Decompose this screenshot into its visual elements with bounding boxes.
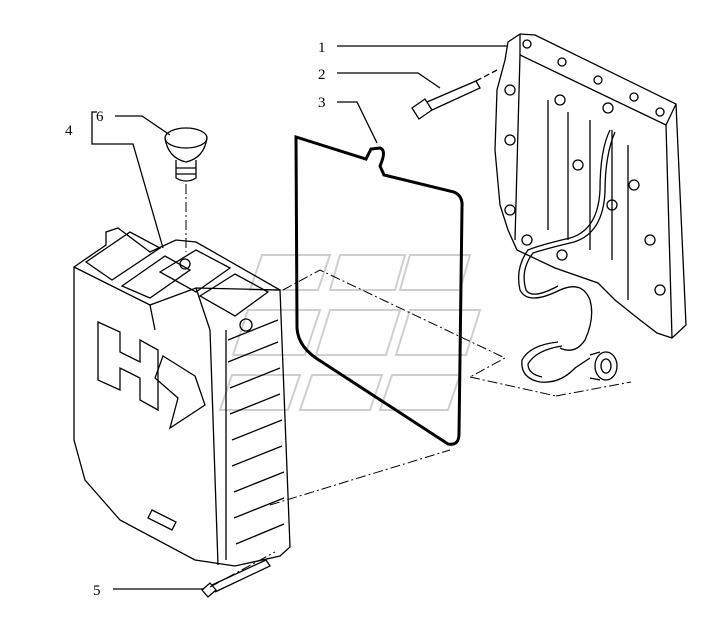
callout-label: 5 <box>93 583 101 599</box>
leader-line <box>337 72 441 89</box>
leader-line <box>115 115 171 136</box>
breather-plug-icon[interactable] <box>164 127 208 252</box>
callout-5[interactable]: 5 <box>93 583 204 599</box>
callout-3[interactable]: 3 <box>318 95 378 144</box>
callout-4[interactable]: 4 <box>65 111 164 249</box>
leader-line <box>337 101 378 144</box>
callout-label: 1 <box>318 40 326 56</box>
mounting-plate-icon[interactable] <box>494 33 687 383</box>
callout-label: 2 <box>318 67 326 83</box>
callout-label: 3 <box>318 95 326 111</box>
callout-2[interactable]: 2 <box>318 67 441 89</box>
callout-label: 6 <box>96 109 104 125</box>
callout-6[interactable]: 6 <box>96 109 171 136</box>
leader-line <box>91 111 164 249</box>
gasket-icon[interactable] <box>294 134 464 446</box>
bolt-icon[interactable] <box>201 559 271 598</box>
callout-label: 4 <box>65 123 73 139</box>
housing-cover-icon[interactable] <box>73 227 291 567</box>
callout-1[interactable]: 1 <box>318 40 507 56</box>
alignment-lines <box>209 269 632 588</box>
cap-screw-icon[interactable] <box>411 69 498 120</box>
